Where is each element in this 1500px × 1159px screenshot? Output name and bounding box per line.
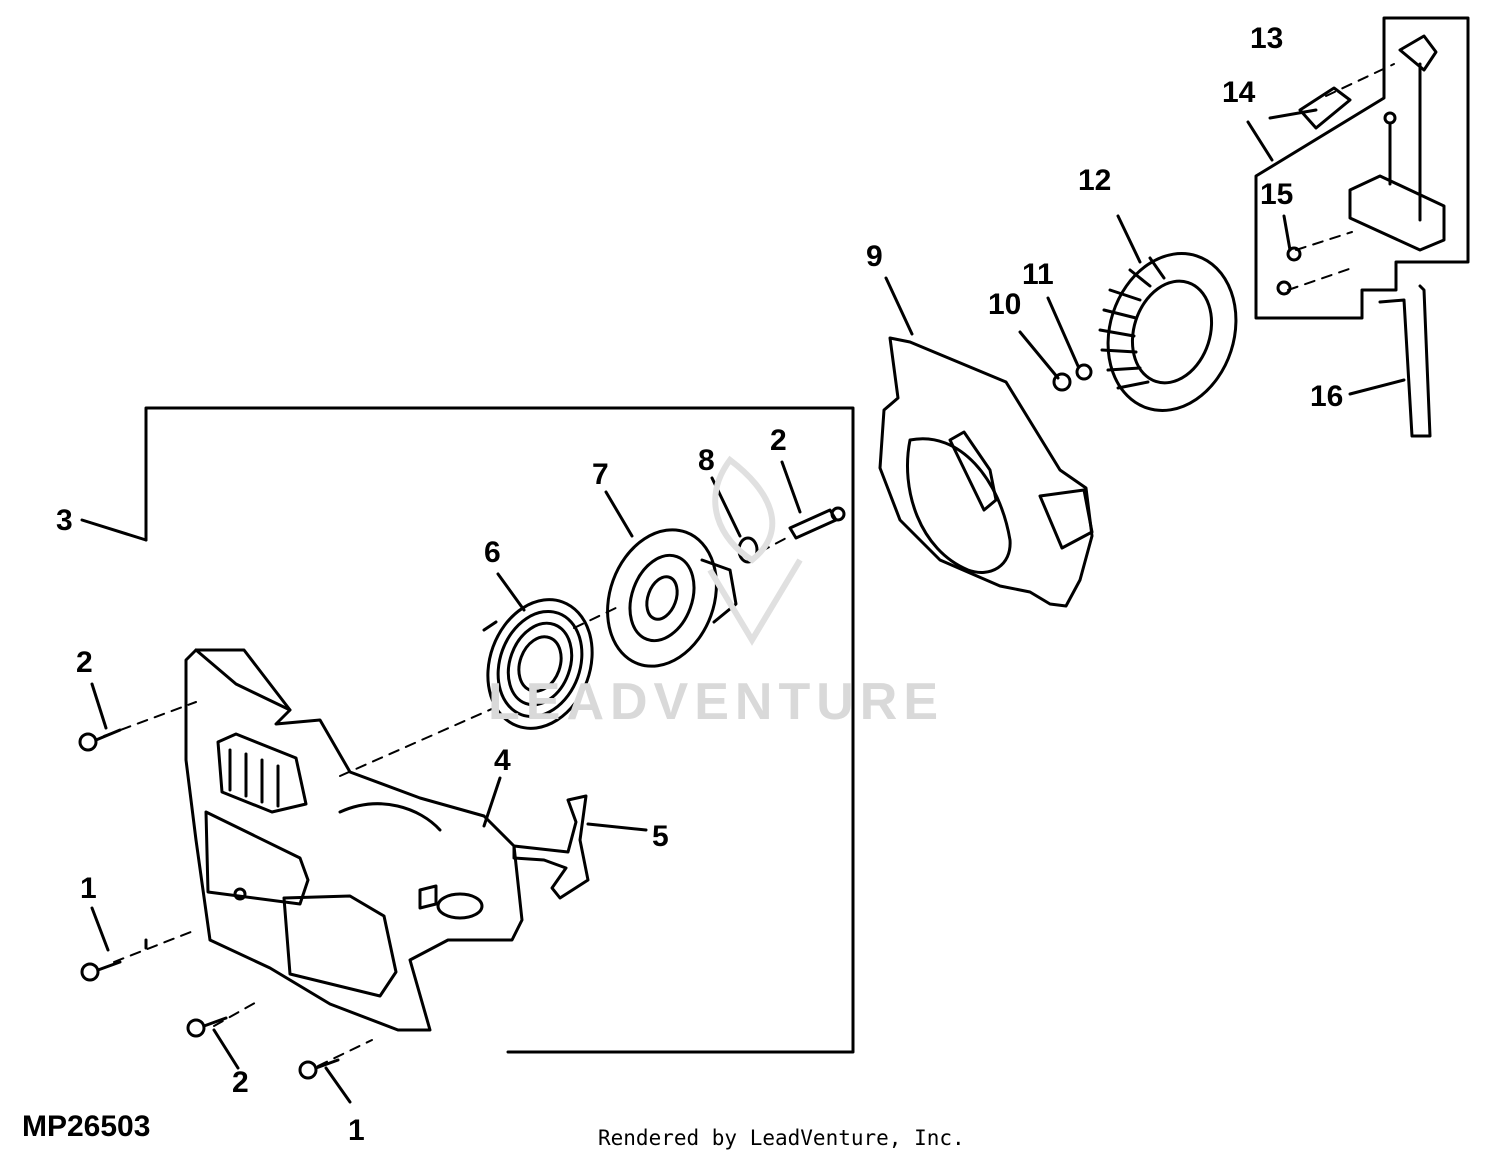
callout-2-top: 2 [770, 424, 787, 457]
callout-4: 4 [494, 744, 511, 777]
callout-8: 8 [698, 444, 715, 477]
callout-15: 15 [1260, 178, 1294, 211]
callout-5: 5 [652, 820, 669, 853]
flywheel-washer [1075, 363, 1093, 381]
callout-14: 14 [1222, 76, 1256, 109]
watermark-text: LEADVENTURE [488, 673, 945, 731]
callout-11: 11 [1022, 258, 1054, 291]
flywheel-nut [1052, 372, 1072, 392]
starter-handle [512, 794, 590, 900]
callout-2-bottom: 2 [232, 1066, 249, 1099]
callout-13: 13 [1250, 22, 1284, 55]
callout-6: 6 [484, 536, 501, 569]
flywheel [1098, 252, 1238, 412]
callout-16: 16 [1310, 380, 1344, 413]
callout-10: 10 [988, 288, 1022, 321]
rewind-spring [482, 598, 594, 730]
ignition-module [1298, 34, 1446, 438]
starter-housing [184, 648, 524, 1032]
starter-pulley [606, 528, 738, 668]
callout-2-left: 2 [76, 646, 93, 679]
callout-7: 7 [592, 458, 609, 491]
blower-housing [878, 336, 1094, 608]
watermark-mark [707, 455, 803, 646]
callout-1-left: 1 [80, 872, 97, 905]
screws [78, 111, 1397, 1080]
credit-text: Rendered by LeadVenture, Inc. [598, 1126, 965, 1150]
callout-3: 3 [56, 504, 73, 537]
starter-assembly-frame [144, 406, 855, 1054]
callout-1-bottom: 1 [348, 1114, 365, 1147]
callout-9: 9 [866, 240, 883, 273]
callout-12: 12 [1078, 164, 1112, 197]
ignition-assembly-frame [1254, 16, 1470, 320]
figure-id: MP26503 [22, 1110, 151, 1143]
